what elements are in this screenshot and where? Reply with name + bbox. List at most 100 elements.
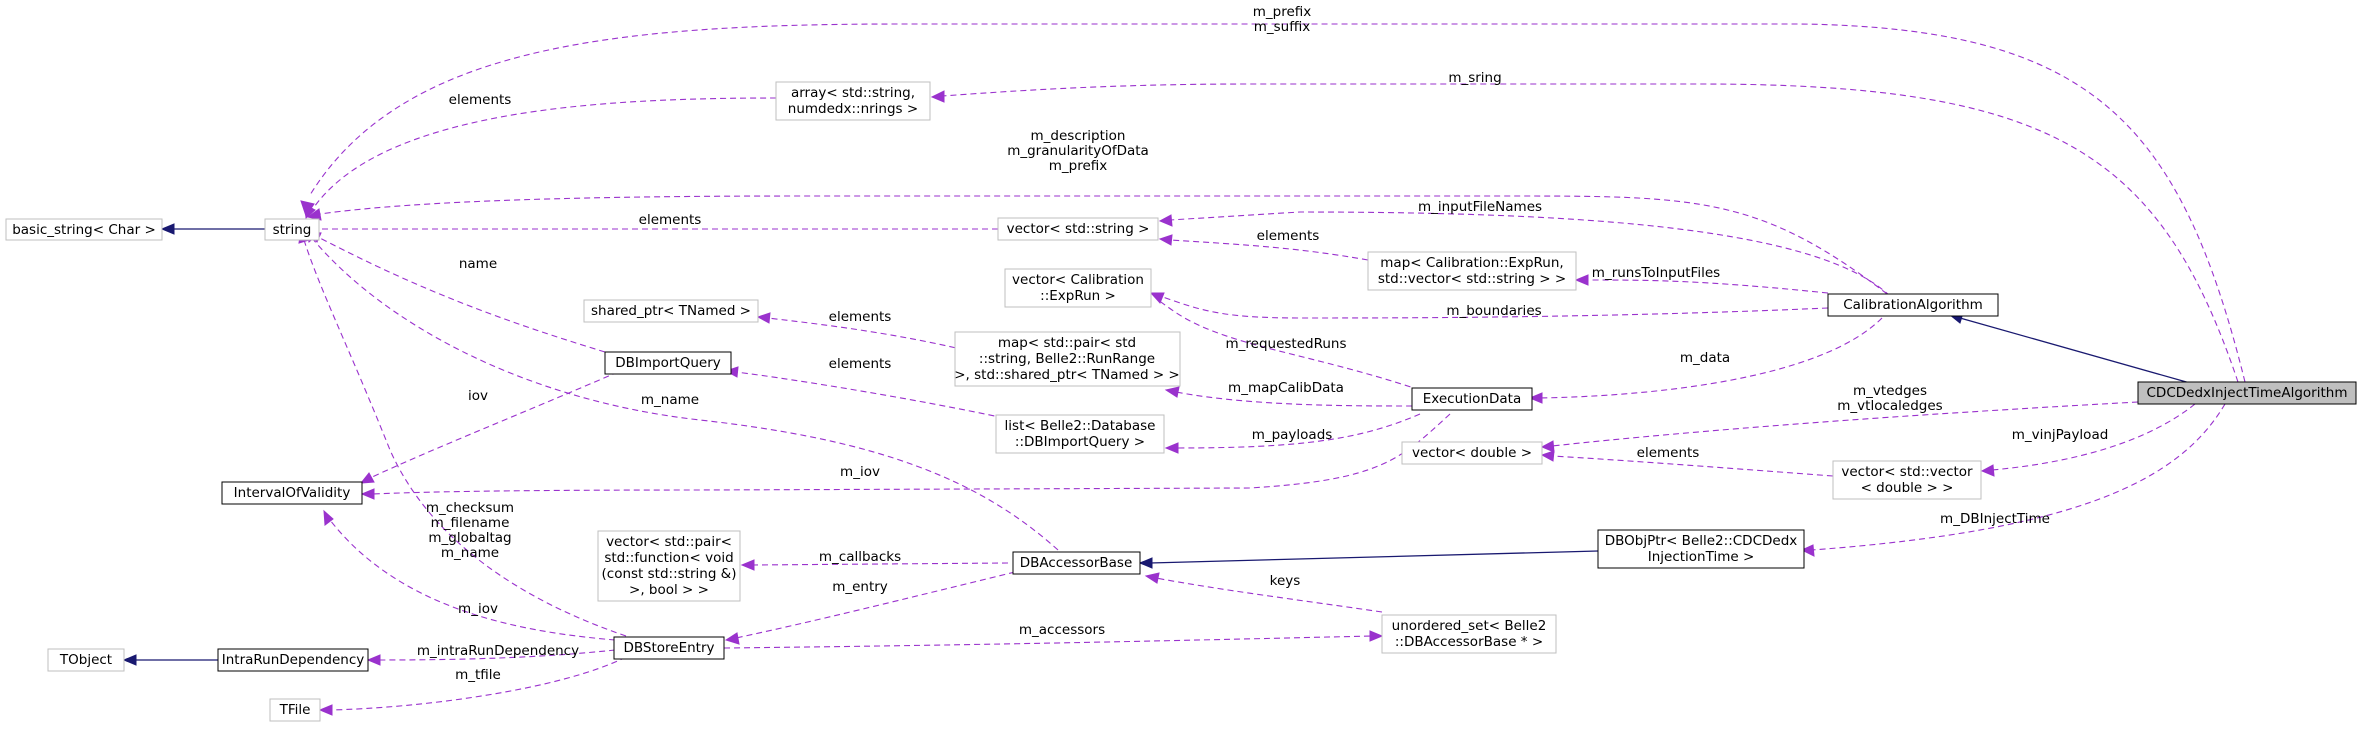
edge-keys: keys	[1144, 572, 1383, 613]
edge-entry: m_entry	[724, 571, 1016, 645]
edge-name: name	[306, 231, 606, 353]
edge-boundaries: m_boundaries	[1149, 292, 1829, 319]
edge-label: m_prefix	[1049, 158, 1108, 174]
edge-label: elements	[829, 356, 892, 372]
node-label: std::vector< std::string > >	[1378, 271, 1566, 287]
edge-label: m_description	[1031, 128, 1126, 144]
node-dbstoreentry[interactable]: DBStoreEntry	[613, 636, 725, 660]
edge-label: m_name	[641, 392, 699, 408]
node-label: ::DBImportQuery >	[1015, 434, 1145, 450]
node-basic-string[interactable]: basic_string< Char >	[5, 218, 163, 241]
edge-elements-array: elements	[304, 92, 777, 220]
node-label: >, std::shared_ptr< TNamed > >	[954, 367, 1180, 383]
node-array[interactable]: array< std::string, numdedx::nrings >	[775, 81, 931, 121]
node-label: TObject	[59, 652, 112, 668]
edge-dbinject-time: m_DBInjectTime	[1800, 403, 2226, 557]
edge-input-file-names: m_inputFileNames	[1158, 199, 1891, 297]
node-label: ::DBAccessorBase * >	[1395, 634, 1543, 650]
node-intrarundependency[interactable]: IntraRunDependency	[217, 648, 369, 672]
node-calibrationalgorithm[interactable]: CalibrationAlgorithm	[1827, 293, 1999, 317]
inherit-dbobjptr-dbaccessorbase	[1138, 550, 1599, 569]
edge-label: m_inputFileNames	[1418, 199, 1542, 215]
edge-label: keys	[1270, 573, 1301, 589]
edge-sring: m_sring	[930, 70, 2239, 383]
edge-label: iov	[468, 388, 488, 404]
node-vector-exprun[interactable]: vector< Calibration ::ExpRun >	[1004, 268, 1152, 308]
node-label: array< std::string,	[791, 85, 915, 101]
node-tobject[interactable]: TObject	[47, 648, 125, 672]
edge-elements-vector-double: elements	[1540, 445, 1834, 477]
edge-runs-to-input-files: m_runsToInputFiles	[1574, 265, 1829, 294]
edge-label: m_mapCalibData	[1228, 380, 1344, 396]
edge-accessors: m_accessors	[723, 622, 1384, 649]
node-map-exprun[interactable]: map< Calibration::ExpRun, std::vector< s…	[1367, 251, 1577, 291]
edge-label: m_granularityOfData	[1007, 143, 1149, 159]
edge-label: m_suffix	[1254, 19, 1311, 35]
node-label: IntervalOfValidity	[234, 485, 351, 501]
edge-label: m_sring	[1448, 70, 1501, 86]
node-label: map< Calibration::ExpRun,	[1380, 255, 1563, 271]
edge-label: m_data	[1680, 350, 1730, 366]
node-list-dbimport[interactable]: list< Belle2::Database ::DBImportQuery >	[995, 414, 1165, 454]
node-intervalofvalidity[interactable]: IntervalOfValidity	[221, 481, 363, 505]
node-label: shared_ptr< TNamed >	[591, 303, 751, 319]
node-cdcdedx[interactable]: CDCDedxInjectTimeAlgorithm	[2137, 381, 2357, 405]
node-executiondata[interactable]: ExecutionData	[1411, 387, 1533, 411]
node-vector-string[interactable]: vector< std::string >	[997, 217, 1159, 241]
node-label: vector< Calibration	[1012, 272, 1144, 288]
node-label: basic_string< Char >	[12, 222, 156, 238]
node-label: map< std::pair< std	[998, 335, 1136, 351]
edge-label: m_DBInjectTime	[1940, 511, 2050, 527]
node-string[interactable]: string	[264, 218, 320, 241]
edge-map-calib-data: m_mapCalibData	[1164, 380, 1413, 407]
edge-iov-dbstore: m_iov	[323, 509, 616, 641]
node-dbobjptr[interactable]: DBObjPtr< Belle2::CDCDedx InjectionTime …	[1597, 529, 1805, 569]
edge-elements-vector-string: elements	[305, 212, 998, 235]
node-vector-double[interactable]: vector< double >	[1401, 441, 1543, 465]
node-label: DBAccessorBase	[1020, 555, 1133, 571]
inherit-intrarun-tobject	[122, 654, 218, 666]
edge-m-name: m_name	[305, 228, 1059, 551]
edge-requested-runs: m_requestedRuns	[1157, 299, 1421, 391]
node-unordered-set[interactable]: unordered_set< Belle2 ::DBAccessorBase *…	[1381, 614, 1557, 654]
node-label: IntraRunDependency	[222, 652, 365, 668]
edge-label: m_entry	[832, 579, 888, 595]
edge-vinj-payload: m_vinjPayload	[1980, 403, 2196, 477]
node-dbimportquery[interactable]: DBImportQuery	[604, 351, 732, 375]
node-vector-pair-function[interactable]: vector< std::pair< std::function< void (…	[597, 530, 741, 602]
edge-intra-run-dependency: m_intraRunDependency	[366, 643, 616, 666]
node-label: < double > >	[1861, 480, 1954, 496]
edge-label: m_callbacks	[819, 549, 901, 565]
node-vector-vector-double[interactable]: vector< std::vector < double > >	[1832, 460, 1982, 500]
edge-label: m_iov	[840, 464, 880, 480]
edge-label: elements	[1637, 445, 1700, 461]
edge-label: elements	[639, 212, 702, 228]
edge-label: m_prefix	[1253, 4, 1312, 20]
node-label: CDCDedxInjectTimeAlgorithm	[2147, 385, 2348, 401]
node-label: std::function< void	[604, 550, 733, 566]
edge-callbacks: m_callbacks	[740, 549, 1009, 571]
edge-elements-list: elements	[724, 356, 1005, 419]
node-dbaccessorbase[interactable]: DBAccessorBase	[1012, 551, 1141, 575]
node-label: string	[273, 222, 312, 238]
inherit-cdcdedx-calibration	[1948, 312, 2191, 384]
node-map-pair[interactable]: map< std::pair< std ::string, Belle2::Ru…	[954, 331, 1181, 387]
node-label: InjectionTime >	[1648, 549, 1755, 565]
node-label: CalibrationAlgorithm	[1843, 297, 1983, 313]
edge-vtedges: m_vtedges m_vtlocaledges	[1540, 383, 2139, 453]
node-tfile[interactable]: TFile	[269, 698, 321, 722]
inherit-string-basic-string	[160, 223, 265, 235]
node-label: vector< std::vector	[1841, 464, 1973, 480]
node-label: >, bool > >	[629, 582, 709, 598]
node-label: TFile	[279, 702, 311, 718]
edge-label: m_requestedRuns	[1225, 336, 1346, 352]
edge-label: m_payloads	[1252, 427, 1333, 443]
node-shared-ptr[interactable]: shared_ptr< TNamed >	[583, 299, 759, 323]
node-label: (const std::string &)	[602, 566, 737, 582]
node-label: ::ExpRun >	[1040, 288, 1116, 304]
node-label: DBImportQuery	[615, 355, 721, 371]
edge-label: m_vinjPayload	[2012, 427, 2109, 443]
edge-label: m_filename	[431, 515, 510, 531]
edge-label: m_checksum	[426, 500, 514, 516]
